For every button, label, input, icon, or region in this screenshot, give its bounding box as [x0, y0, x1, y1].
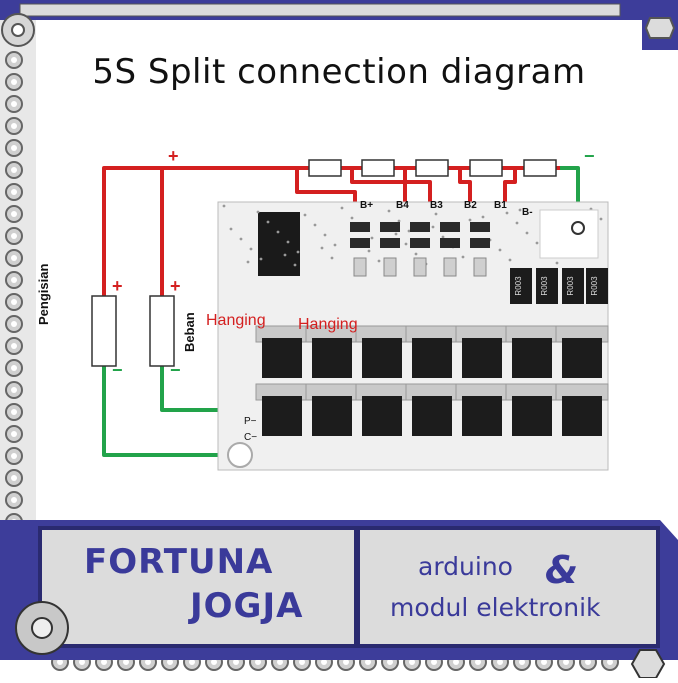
mosfet-chip: [262, 396, 302, 436]
charger-label: Pengisian: [36, 263, 51, 325]
charger-plus-label: +: [112, 276, 123, 296]
shunt-resistor: [536, 268, 558, 304]
tagline-line1: arduino: [418, 552, 513, 581]
pin-b3: B3: [430, 200, 443, 211]
charger-minus-label: −: [112, 360, 123, 380]
cell-blocks: [308, 159, 557, 177]
mosfet-chip: [512, 338, 552, 378]
mosfet-chip: [312, 338, 352, 378]
mosfet-chip: [512, 396, 552, 436]
mosfet-chip: [562, 396, 602, 436]
bms-board: R003 R003 R003 R003: [217, 201, 609, 471]
pin-b-minus: B-: [522, 207, 533, 218]
smd-component: [440, 238, 460, 248]
smd-component: [410, 238, 430, 248]
smd-component: [410, 222, 430, 232]
load-plus-label: +: [170, 276, 181, 296]
smd-component: [443, 257, 457, 277]
smd-component: [350, 238, 370, 248]
pin-b2: B2: [464, 200, 477, 211]
brand-name-line1: FORTUNA: [84, 542, 274, 582]
mosfet-chip: [412, 338, 452, 378]
mosfet-chip: [362, 338, 402, 378]
shunt-resistor-label: R003: [540, 276, 549, 296]
top-plus-label: +: [168, 146, 179, 166]
smd-component: [350, 222, 370, 232]
mosfet-chip: [362, 396, 402, 436]
gear-icon: [1, 13, 35, 47]
load-minus-label: −: [170, 360, 181, 380]
mosfet-chip: [412, 396, 452, 436]
hanging-label-2: Hanging: [298, 316, 358, 333]
tagline-line2: modul elektronik: [390, 593, 601, 622]
smd-component: [473, 257, 487, 277]
shunt-resistor-label: R003: [590, 276, 599, 296]
pin-b1: B1: [494, 200, 507, 211]
load-label: Beban: [182, 312, 197, 352]
smd-component: [353, 257, 367, 277]
smd-component: [470, 238, 490, 248]
shunt-resistor: [586, 268, 608, 304]
page-title: 5S Split connection diagram: [92, 52, 586, 92]
shunt-resistor-label: R003: [566, 276, 575, 296]
top-minus-label: −: [584, 146, 595, 166]
shunt-resistor: [562, 268, 584, 304]
pin-b-plus: B+: [360, 200, 374, 211]
mosfet-chip: [262, 338, 302, 378]
gear-icon: [642, 6, 678, 50]
smd-component: [380, 238, 400, 248]
mosfet-chip: [462, 396, 502, 436]
tagline-ampersand: &: [545, 548, 579, 592]
smd-component: [470, 222, 490, 232]
mosfet-chip: [462, 338, 502, 378]
brand-name-line2: JOGJA: [190, 586, 304, 626]
shunt-resistor: [510, 268, 532, 304]
shunt-resistor-label: R003: [514, 276, 523, 296]
brand-banner: [0, 520, 678, 679]
hanging-label-1: Hanging: [206, 312, 266, 329]
smd-component: [440, 222, 460, 232]
negative-wires: [102, 166, 580, 457]
smd-component: [380, 222, 400, 232]
pin-c-minus: C−: [244, 432, 258, 443]
left-chain-border: [0, 20, 36, 540]
pin-p-minus: P−: [244, 416, 257, 427]
smd-component: [413, 257, 427, 277]
smd-component: [383, 257, 397, 277]
mosfet-chip: [562, 338, 602, 378]
mosfet-chip: [312, 396, 352, 436]
pin-b4: B4: [396, 200, 409, 211]
charger-block: [91, 295, 117, 367]
load-block: [149, 295, 175, 367]
